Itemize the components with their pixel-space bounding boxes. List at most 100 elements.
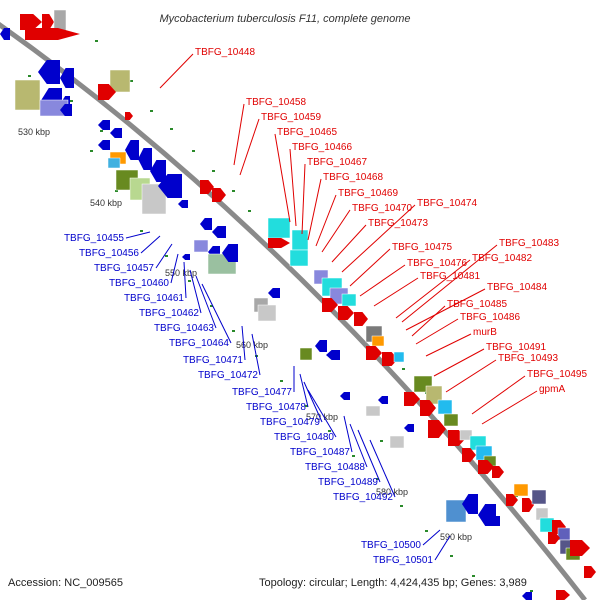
reverse-label-leader	[125, 231, 151, 239]
reverse-gene-arrow	[60, 104, 72, 116]
gene-block	[539, 517, 555, 533]
forward-gene-arrow	[98, 84, 116, 100]
map-title: Mycobacterium tuberculosis F11, complete…	[159, 13, 410, 25]
reverse-gene-arrow	[98, 140, 110, 150]
gene-block	[299, 347, 313, 361]
forward-gene-arrow	[478, 460, 494, 474]
genome-backbone	[0, 22, 587, 600]
forward-gene-arrow	[212, 188, 226, 202]
tick-mark	[100, 130, 103, 132]
forward-gene-label: TBFG_10468	[323, 172, 383, 183]
forward-label-leader	[274, 133, 291, 223]
tick-mark	[328, 430, 331, 432]
forward-label-leader	[341, 204, 416, 273]
forward-gene-label: TBFG_10493	[498, 353, 558, 364]
gene-block	[291, 229, 309, 251]
forward-gene-label: murB	[473, 327, 497, 338]
reverse-label-leader	[201, 283, 232, 344]
gene-block	[14, 79, 41, 111]
reverse-gene-label: TBFG_10492	[333, 492, 393, 503]
forward-gene-label: TBFG_10470	[352, 203, 412, 214]
reverse-gene-label: TBFG_10464	[169, 338, 229, 349]
tick-mark	[165, 255, 168, 257]
reverse-gene-arrow	[125, 140, 139, 160]
reverse-gene-arrow	[182, 254, 190, 260]
gene-labels: TBFG_10448TBFG_10458TBFG_10459TBFG_10465…	[64, 47, 588, 566]
tick-mark	[115, 190, 118, 192]
tick-mark	[352, 455, 355, 457]
tick-mark	[472, 575, 475, 577]
reverse-label-leader	[307, 389, 337, 438]
forward-gene-arrow	[462, 448, 476, 462]
forward-gene-arrow	[570, 540, 590, 556]
forward-gene-label: TBFG_10448	[195, 47, 255, 58]
tick-mark	[232, 190, 235, 192]
forward-gene-arrow	[25, 28, 80, 40]
forward-label-leader	[425, 333, 472, 357]
reverse-gene-arrow	[222, 244, 238, 262]
reverse-gene-label: TBFG_10487	[290, 447, 350, 458]
reverse-gene-arrow	[326, 350, 340, 360]
gene-block	[459, 429, 473, 441]
tick-mark	[140, 230, 143, 232]
reverse-label-leader	[155, 243, 173, 269]
forward-gene-arrow	[428, 420, 446, 438]
forward-gene-arrow	[506, 494, 518, 506]
forward-gene-arrow	[322, 298, 338, 312]
forward-gene-arrow	[354, 312, 368, 326]
forward-gene-label: TBFG_10459	[261, 112, 321, 123]
forward-gene-arrow	[268, 238, 290, 248]
reverse-gene-arrow	[178, 200, 188, 208]
forward-gene-arrow	[556, 590, 570, 600]
reverse-gene-arrow	[158, 174, 182, 198]
reverse-gene-arrow	[38, 60, 60, 84]
forward-label-leader	[321, 209, 351, 253]
reverse-label-leader	[303, 381, 323, 423]
tick-mark	[150, 110, 153, 112]
gene-block	[289, 249, 309, 267]
tick-mark	[305, 405, 308, 407]
forward-label-leader	[471, 375, 526, 415]
forward-label-leader	[445, 359, 497, 393]
gene-block	[531, 489, 547, 505]
forward-gene-label: TBFG_10495	[527, 369, 587, 380]
reverse-gene-label: TBFG_10500	[361, 540, 421, 551]
tick-mark	[402, 368, 405, 370]
reverse-gene-label: TBFG_10478	[246, 402, 306, 413]
gene-block	[513, 483, 529, 497]
reverse-label-leader	[183, 261, 187, 299]
accession-text: Accession: NC_009565	[8, 577, 123, 589]
reverse-label-leader	[251, 333, 261, 376]
forward-gene-label: TBFG_10469	[338, 188, 398, 199]
reverse-label-leader	[349, 423, 368, 468]
kbp-tick-label: 560 kbp	[236, 340, 268, 350]
kbp-tick-label: 570 kbp	[306, 412, 338, 422]
gene-block	[267, 217, 291, 239]
forward-label-leader	[359, 264, 406, 297]
forward-gene-arrow	[492, 466, 504, 478]
reverse-gene-arrow	[138, 148, 152, 170]
tick-mark	[210, 305, 213, 307]
gene-block	[365, 405, 381, 417]
kbp-tick-label: 580 kbp	[376, 487, 408, 497]
reverse-gene-label: TBFG_10456	[79, 248, 139, 259]
gene-block	[445, 499, 467, 523]
reverse-gene-arrow	[378, 396, 388, 404]
forward-gene-label: TBFG_10481	[420, 271, 480, 282]
forward-gene-arrow	[420, 400, 436, 416]
reverse-gene-arrow	[488, 516, 500, 526]
reverse-gene-arrow	[60, 68, 74, 88]
reverse-gene-arrow	[404, 424, 414, 432]
tick-mark	[280, 380, 283, 382]
reverse-label-leader	[422, 529, 441, 546]
reverse-label-leader	[195, 275, 217, 329]
kbp-tick-label: 550 kbp	[165, 268, 197, 278]
forward-label-leader	[289, 148, 297, 227]
reverse-gene-arrow	[150, 160, 166, 182]
reverse-gene-arrow	[462, 494, 478, 514]
tick-mark	[530, 590, 533, 592]
forward-gene-label: TBFG_10475	[392, 242, 452, 253]
reverse-label-leader	[434, 535, 451, 561]
reverse-gene-label: TBFG_10472	[198, 370, 258, 381]
tick-mark	[28, 75, 31, 77]
